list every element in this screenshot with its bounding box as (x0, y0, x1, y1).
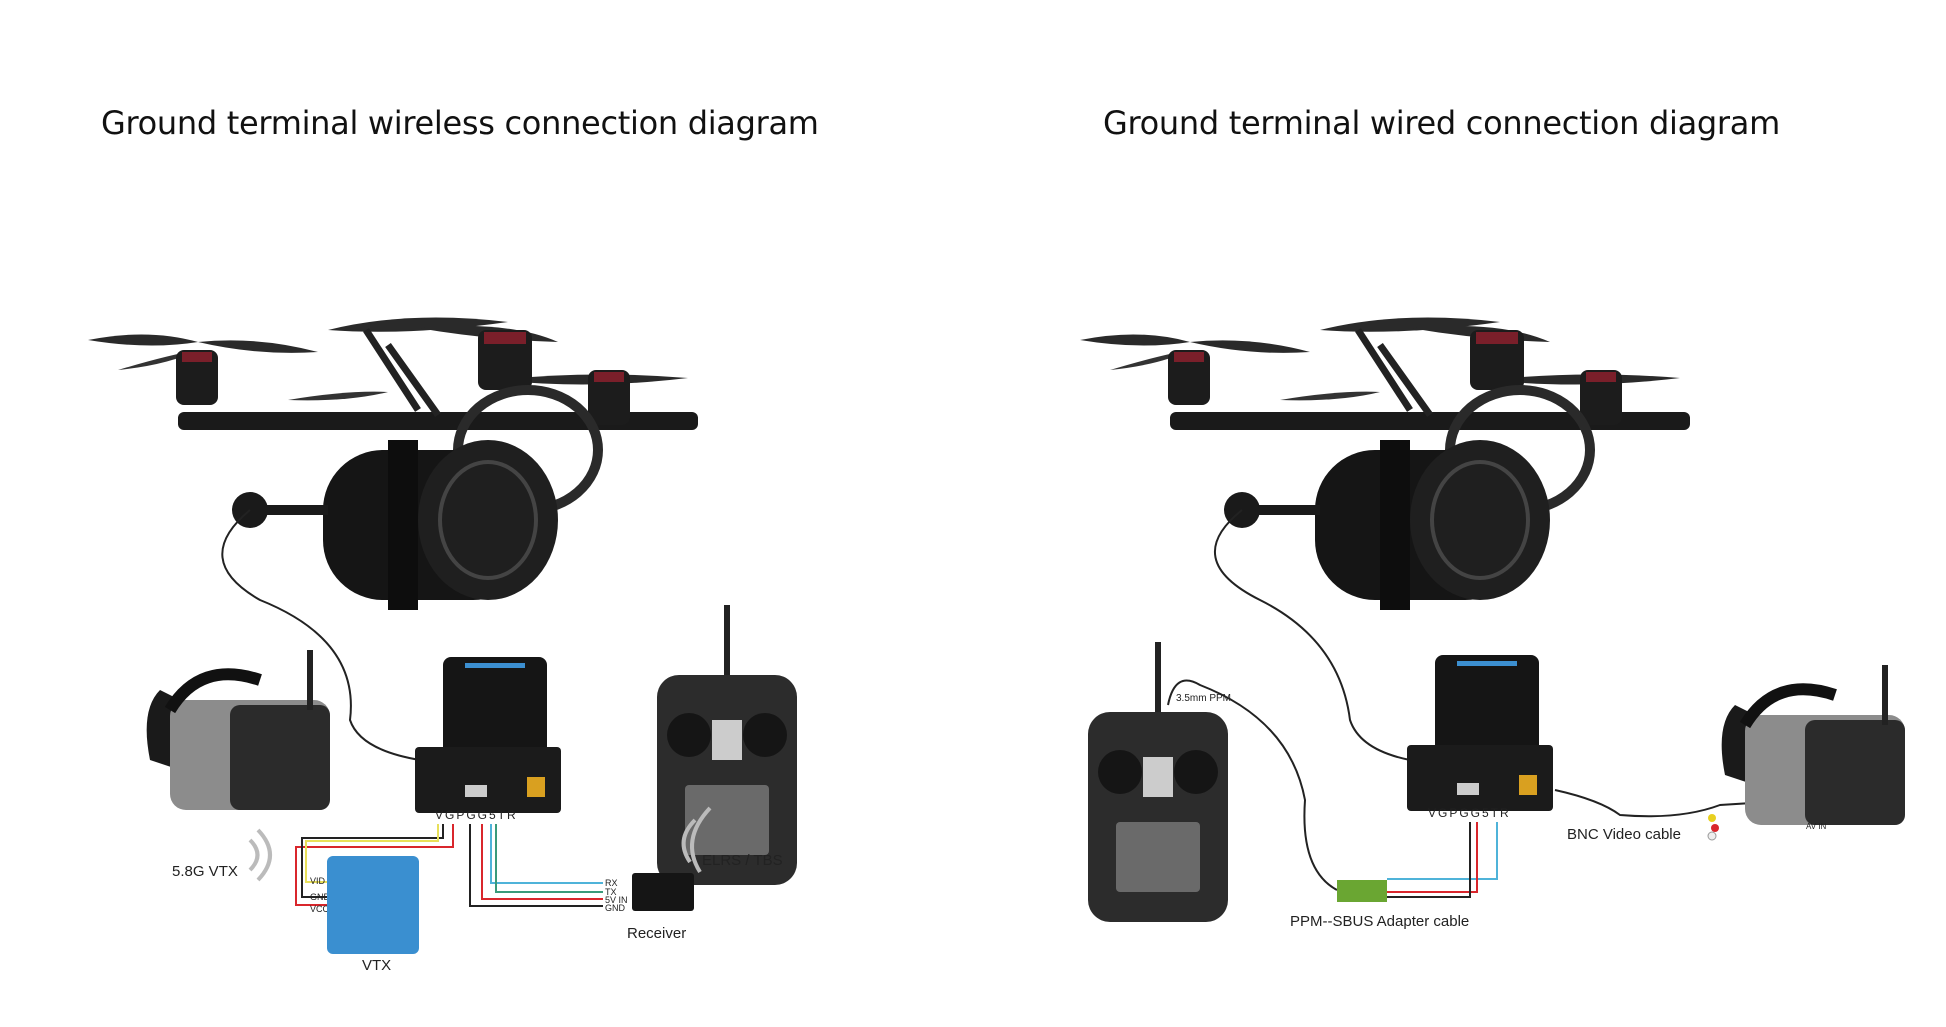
receiver-module (632, 873, 694, 911)
vtx-link-label: 5.8G VTX (172, 863, 238, 880)
ppm-sbus-adapter (1337, 880, 1387, 902)
left-drone (88, 318, 698, 611)
left-diagram-title: Ground terminal wireless connection diag… (101, 104, 819, 142)
right-ground-unit (1407, 655, 1553, 811)
vtx-pin-gnd: GND (310, 892, 331, 902)
signal-wave-icon (248, 806, 712, 882)
right-goggles (1722, 665, 1905, 825)
receiver-pin-gnd: GND (605, 903, 626, 913)
bnc-label: BNC Video cable (1567, 826, 1681, 843)
receiver-wires (469, 824, 603, 907)
left-remote-controller (657, 605, 797, 885)
right-pin-labels: VGPGG5TR (1428, 806, 1511, 820)
vtx-wires (295, 824, 454, 906)
left-tether-cable (221, 509, 421, 761)
left-pin-labels: VGPGG5TR (435, 808, 518, 822)
receiver-label: Receiver (627, 925, 686, 942)
sbus-wires (1387, 822, 1498, 898)
vtx-label: VTX (362, 957, 391, 974)
receiver-pin-tx: TX (605, 887, 617, 897)
left-ground-unit (415, 657, 561, 813)
elrs-tbs-label: ELRS / TBS (702, 852, 783, 869)
receiver-pin-rx: RX (605, 878, 618, 888)
left-goggles (147, 650, 330, 810)
right-drone (1080, 318, 1690, 611)
ppm-cable (1167, 679, 1338, 891)
right-diagram-title: Ground terminal wired connection diagram (1103, 104, 1780, 142)
vtx-module (327, 856, 419, 954)
av-in-label: AV IN (1806, 822, 1827, 831)
vtx-pin-vid: VID (310, 876, 326, 886)
right-remote-controller (1088, 642, 1228, 922)
right-tether-cable (1213, 509, 1411, 761)
vtx-pin-vcc: VCC (310, 904, 330, 914)
bnc-video-cable (1554, 789, 1801, 818)
adapter-label: PPM--SBUS Adapter cable (1290, 913, 1469, 930)
ppm-label: 3.5mm PPM (1176, 693, 1231, 704)
receiver-pin-5v: 5V IN (605, 895, 628, 905)
